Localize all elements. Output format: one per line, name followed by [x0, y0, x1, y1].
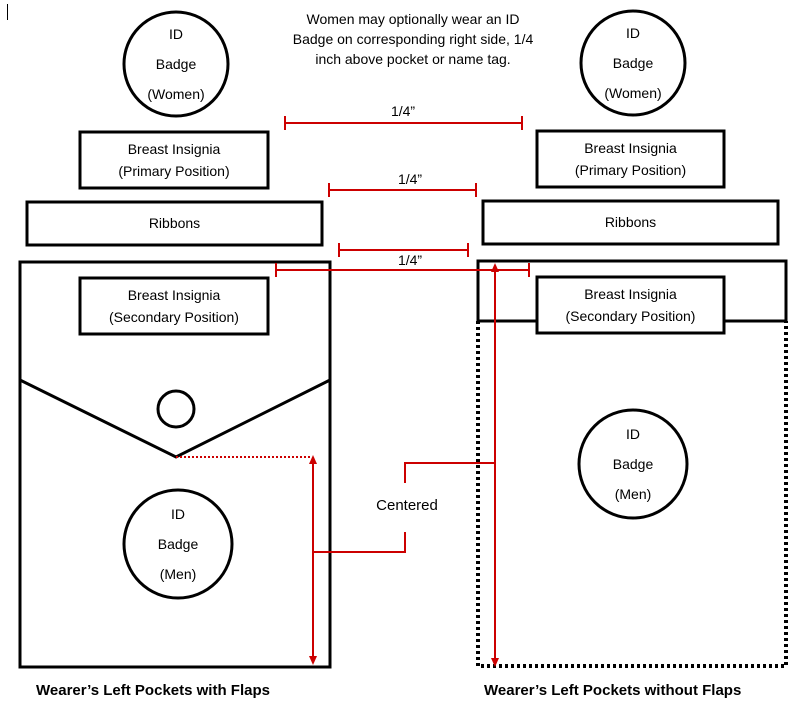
quarter-inch-measure-lower	[338, 243, 469, 257]
insignia-primary-right-label: Breast Insignia (Primary Position)	[537, 137, 724, 181]
insignia-primary-left-label: Breast Insignia (Primary Position)	[80, 138, 268, 182]
ribbons-right-box	[481, 199, 780, 246]
insignia-line-2: (Primary Position)	[118, 163, 230, 179]
insignia-line-1: Breast Insignia	[127, 141, 221, 157]
ribbons-left-label: Ribbons	[148, 215, 201, 231]
pocket-left-outline	[18, 260, 332, 669]
insignia-line-1: Breast Insignia	[584, 286, 677, 302]
insignia-secondary-right-label: Breast Insignia (Secondary Position)	[537, 283, 724, 327]
badge-line-2: Badge	[155, 56, 197, 72]
badge-line-1: ID	[626, 25, 640, 41]
id-badge-men-right-label: ID Badge (Men)	[583, 419, 683, 509]
badge-line-2: Badge	[612, 456, 654, 472]
insignia-line-2: (Secondary Position)	[109, 309, 239, 325]
id-badge-men-left-circle	[122, 488, 234, 600]
id-badge-women-right-circle	[579, 9, 687, 117]
id-badge-men-left-label: ID Badge (Men)	[128, 499, 228, 589]
title-left-pockets-with-flaps: Wearer’s Left Pockets with Flaps	[36, 682, 270, 699]
badge-line-2: Badge	[157, 536, 199, 552]
quarter-inch-label-top: 1/4”	[390, 103, 416, 119]
badge-line-3: (Men)	[614, 486, 652, 502]
badge-line-3: (Women)	[604, 85, 662, 101]
insignia-line-1: Breast Insignia	[584, 140, 677, 156]
note-line-2: Badge on corresponding right side, 1/4	[292, 31, 534, 47]
flap-button	[156, 389, 196, 429]
badge-line-1: ID	[171, 506, 185, 522]
insignia-secondary-left-label: Breast Insignia (Secondary Position)	[80, 284, 268, 328]
centered-label: Centered	[376, 497, 438, 514]
note-line-1: Women may optionally wear an ID	[306, 11, 520, 27]
pocket-top-span	[275, 263, 530, 277]
centered-measure-left	[176, 455, 406, 665]
badge-line-3: (Women)	[147, 86, 205, 102]
centered-measure-right	[404, 263, 499, 667]
quarter-inch-label-lower: 1/4”	[397, 252, 423, 268]
id-badge-men-right-circle	[577, 408, 689, 520]
pocket-right-dotted-outline	[476, 321, 788, 668]
note-line-3: inch above pocket or name tag.	[315, 51, 511, 67]
ribbons-left-box	[25, 200, 324, 247]
id-badge-women-left-label: ID Badge (Women)	[126, 19, 226, 109]
quarter-inch-measure-middle	[328, 183, 477, 197]
insignia-line-2: (Primary Position)	[574, 162, 687, 178]
insignia-secondary-right-box	[535, 275, 726, 335]
ribbons-right-label: Ribbons	[604, 214, 657, 230]
quarter-inch-label-middle: 1/4”	[397, 171, 423, 187]
badge-line-1: ID	[626, 426, 640, 442]
women-badge-note: Women may optionally wear an ID Badge on…	[258, 9, 568, 69]
id-badge-women-right-label: ID Badge (Women)	[583, 18, 683, 108]
title-left-pockets-without-flaps: Wearer’s Left Pockets without Flaps	[484, 682, 742, 699]
badge-line-1: ID	[169, 26, 183, 42]
badge-line-3: (Men)	[159, 566, 197, 582]
insignia-line-1: Breast Insignia	[127, 287, 221, 303]
insignia-primary-left-box	[78, 130, 270, 190]
badge-line-2: Badge	[612, 55, 654, 71]
insignia-primary-right-box	[535, 129, 726, 189]
text-cursor	[7, 4, 8, 20]
id-badge-women-left-circle	[122, 10, 230, 118]
insignia-line-2: (Secondary Position)	[565, 308, 696, 324]
quarter-inch-measure-top	[284, 116, 523, 130]
insignia-secondary-left-box	[78, 276, 270, 336]
